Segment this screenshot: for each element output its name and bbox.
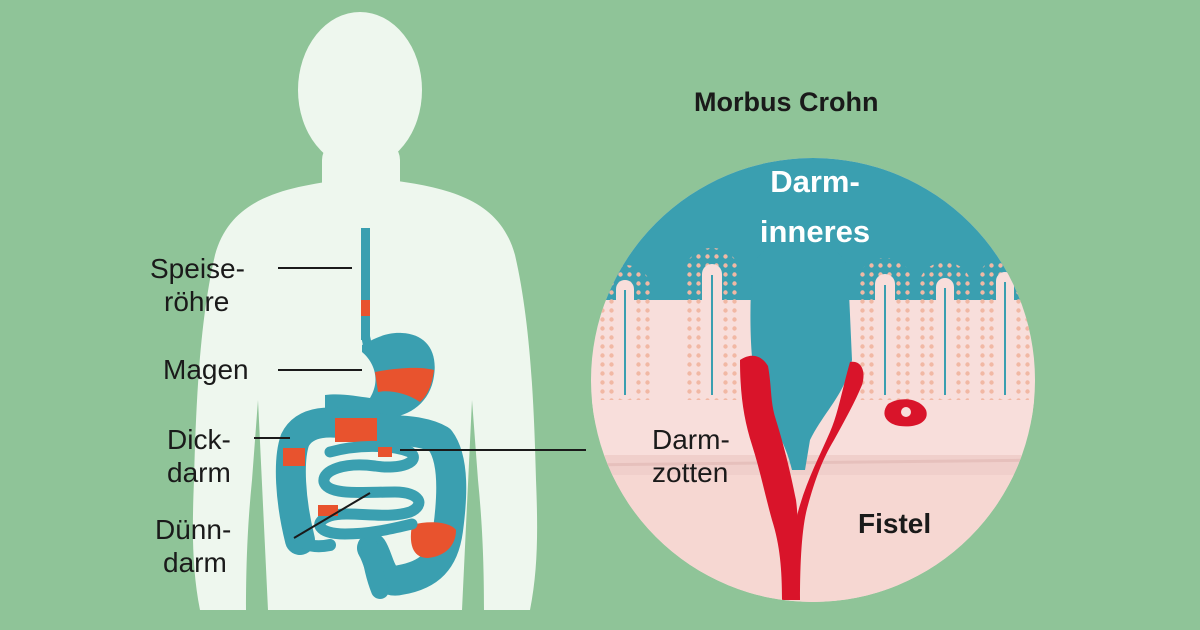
stomach [325, 332, 435, 419]
label-lumen: Darm- inneres [759, 164, 871, 249]
colon-inflammation-right [410, 522, 456, 558]
label-fistula: Fistel [858, 508, 932, 539]
label-villi: Darm- zotten [652, 424, 730, 488]
label-esophagus: Speise- röhre [150, 253, 245, 317]
magnified-view [591, 158, 1035, 602]
diagram-title: Morbus Crohn [694, 87, 879, 117]
fistula [740, 355, 864, 600]
small-intestine-inflammation-b [318, 505, 338, 516]
label-colon: Dick- darm [167, 424, 231, 488]
label-small-intestine: Dünn- darm [155, 514, 232, 578]
abscess-center [901, 407, 911, 417]
colon [275, 407, 467, 599]
small-intestine-inflammation-a [378, 447, 392, 457]
colon-inflammation-left [283, 448, 305, 466]
ulcer-channel [750, 240, 852, 470]
villi [591, 248, 1035, 420]
colon-inflammation-top [335, 418, 377, 442]
small-intestine [314, 440, 425, 540]
label-stomach: Magen [163, 354, 249, 385]
